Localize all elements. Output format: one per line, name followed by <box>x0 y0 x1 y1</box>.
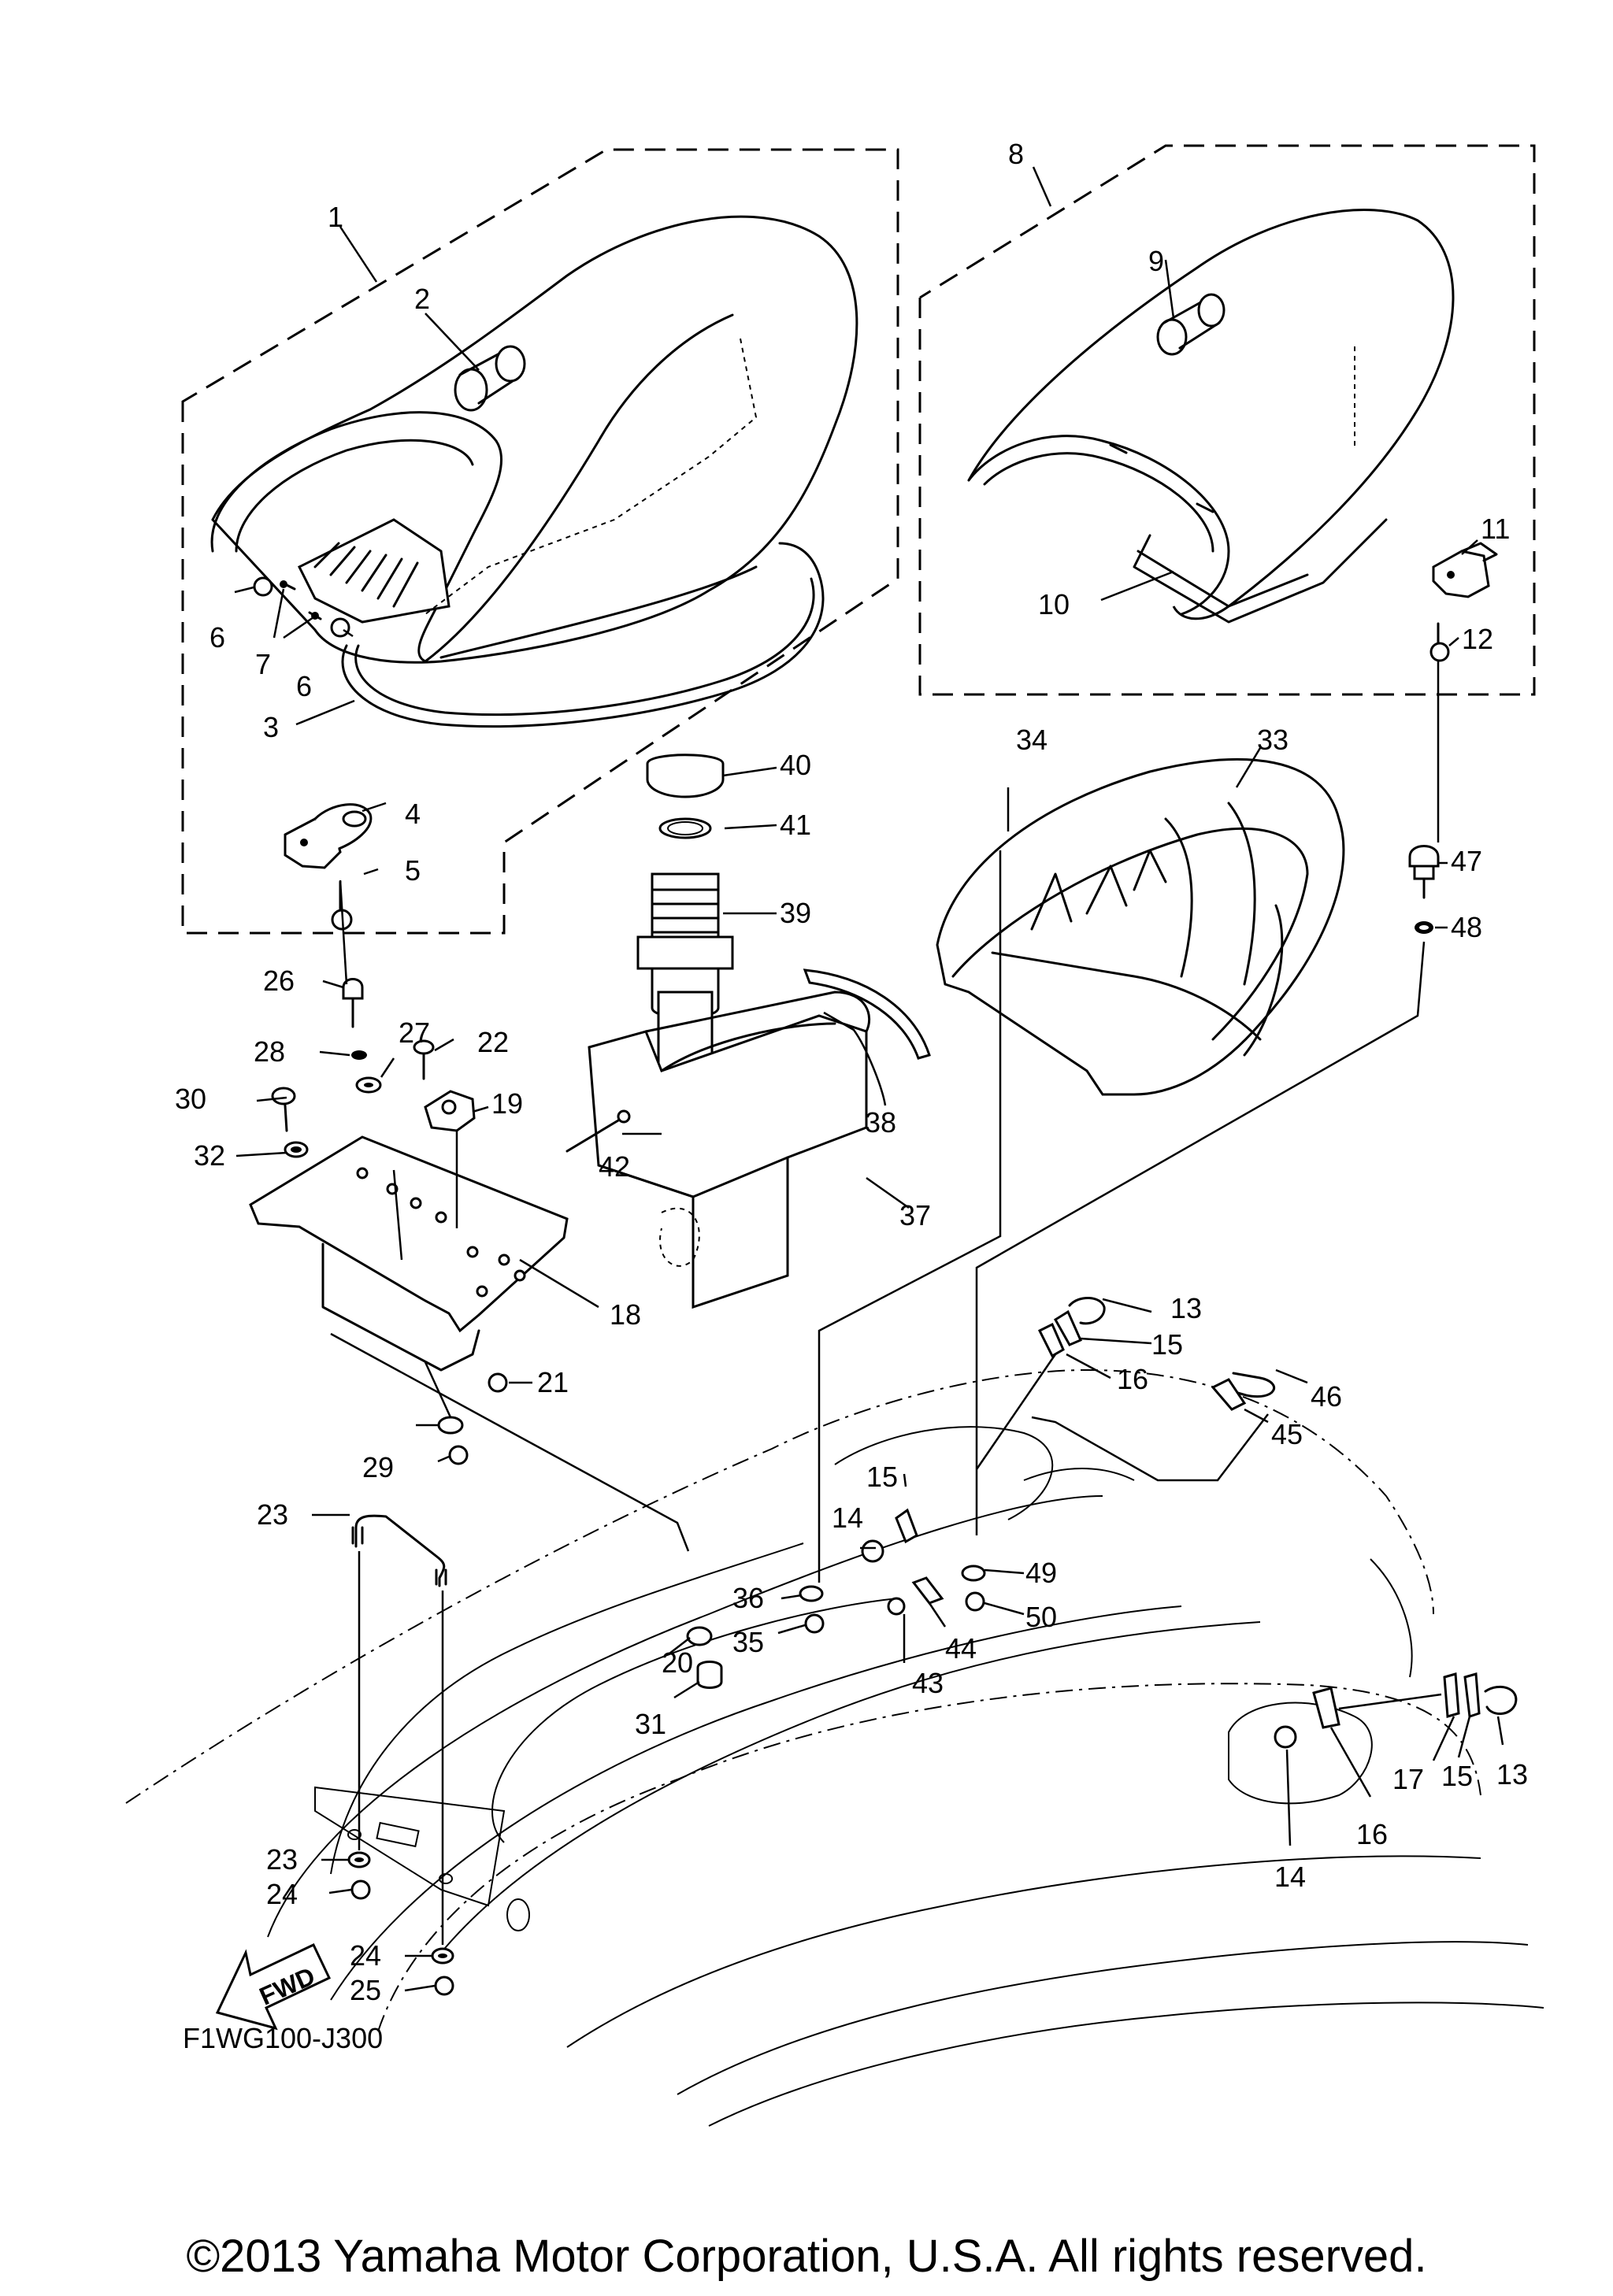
callout-34: 35 <box>732 1626 764 1658</box>
callout-8: 8 <box>1008 138 1024 170</box>
callout-28: 29 <box>362 1451 394 1483</box>
callout-9: 9 <box>1148 245 1164 277</box>
copyright-notice: ©2013 Yamaha Motor Corporation, U.S.A. A… <box>186 2231 1427 2282</box>
bracket-4 <box>284 803 373 869</box>
callout-15a: 15 <box>1151 1328 1183 1361</box>
callout-37: 38 <box>865 1106 896 1139</box>
callout-42: 43 <box>912 1667 944 1699</box>
callout-21: 22 <box>477 1026 509 1058</box>
callout-44: 45 <box>1271 1418 1303 1450</box>
callout-labels: 1 2 3 4 5 6 6 7 8 9 10 11 12 13 13 14 14… <box>175 138 1528 2006</box>
callout-43: 44 <box>945 1632 977 1665</box>
callout-12: 12 <box>1462 623 1493 655</box>
callout-6a: 6 <box>210 621 225 654</box>
callout-33: 34 <box>1016 724 1048 756</box>
callout-15b: 15 <box>866 1461 898 1493</box>
callout-39: 40 <box>780 749 811 781</box>
callout-46: 47 <box>1451 845 1482 877</box>
callout-45: 46 <box>1311 1380 1342 1413</box>
diagram-code: F1WG100-J300 <box>183 2022 384 2054</box>
callout-4: 4 <box>405 798 421 830</box>
callout-3: 3 <box>263 711 279 743</box>
leader-lines <box>234 166 1504 1992</box>
callout-1: 1 <box>328 201 343 233</box>
seat-assembly-rear <box>918 144 1536 696</box>
callout-7: 7 <box>255 648 271 680</box>
callout-38: 39 <box>780 897 811 929</box>
callout-13b: 13 <box>1496 1758 1528 1791</box>
seat-assembly-front <box>181 148 899 935</box>
callout-32: 33 <box>1257 724 1289 756</box>
callout-25: 26 <box>263 965 295 997</box>
callout-40: 41 <box>780 809 811 841</box>
fwd-arrow: FWD <box>215 1943 331 2031</box>
callout-22: 23 <box>257 1498 288 1531</box>
callout-17: 18 <box>610 1298 641 1331</box>
storage-compartment <box>565 754 931 1309</box>
callout-30: 31 <box>635 1708 666 1740</box>
callout-31: 32 <box>194 1139 225 1172</box>
deck-hardware <box>686 1297 1518 1749</box>
callout-23b: 24 <box>350 1939 381 1972</box>
callout-41: 42 <box>599 1150 630 1183</box>
callout-26: 27 <box>399 1017 430 1049</box>
callout-20: 21 <box>537 1366 569 1398</box>
callout-18: 19 <box>491 1087 523 1120</box>
callout-15c: 15 <box>1441 1760 1473 1792</box>
callout-14b: 14 <box>1274 1861 1306 1893</box>
seat-plate <box>249 978 569 1465</box>
callout-11: 11 <box>1481 513 1510 545</box>
callout-5: 5 <box>405 854 421 887</box>
callout-48: 49 <box>1025 1557 1057 1589</box>
callout-24a: 24 <box>266 1878 298 1910</box>
callout-29: 30 <box>175 1083 206 1115</box>
callout-49: 50 <box>1025 1601 1057 1633</box>
callout-14a: 14 <box>832 1502 863 1534</box>
hull-deck <box>125 1368 1544 2127</box>
callout-10: 10 <box>1038 588 1070 620</box>
callout-16a: 16 <box>1117 1363 1148 1395</box>
callout-47: 48 <box>1451 911 1482 943</box>
callout-24b: 25 <box>350 1974 381 2006</box>
callout-16b: 17 <box>1392 1763 1424 1795</box>
callout-2: 2 <box>414 283 430 315</box>
callout-35: 36 <box>732 1582 764 1614</box>
callout-13a: 13 <box>1170 1292 1202 1324</box>
callout-15d: 16 <box>1356 1818 1388 1850</box>
callout-23a: 23 <box>266 1843 298 1876</box>
callout-27: 28 <box>254 1035 285 1068</box>
hatch-cover <box>936 757 1345 1096</box>
u-bolt-22 <box>347 1514 454 1996</box>
callout-36: 37 <box>899 1199 931 1231</box>
callout-19: 20 <box>662 1646 693 1679</box>
seat-lock <box>1408 845 1440 934</box>
callout-6b: 6 <box>296 670 312 702</box>
